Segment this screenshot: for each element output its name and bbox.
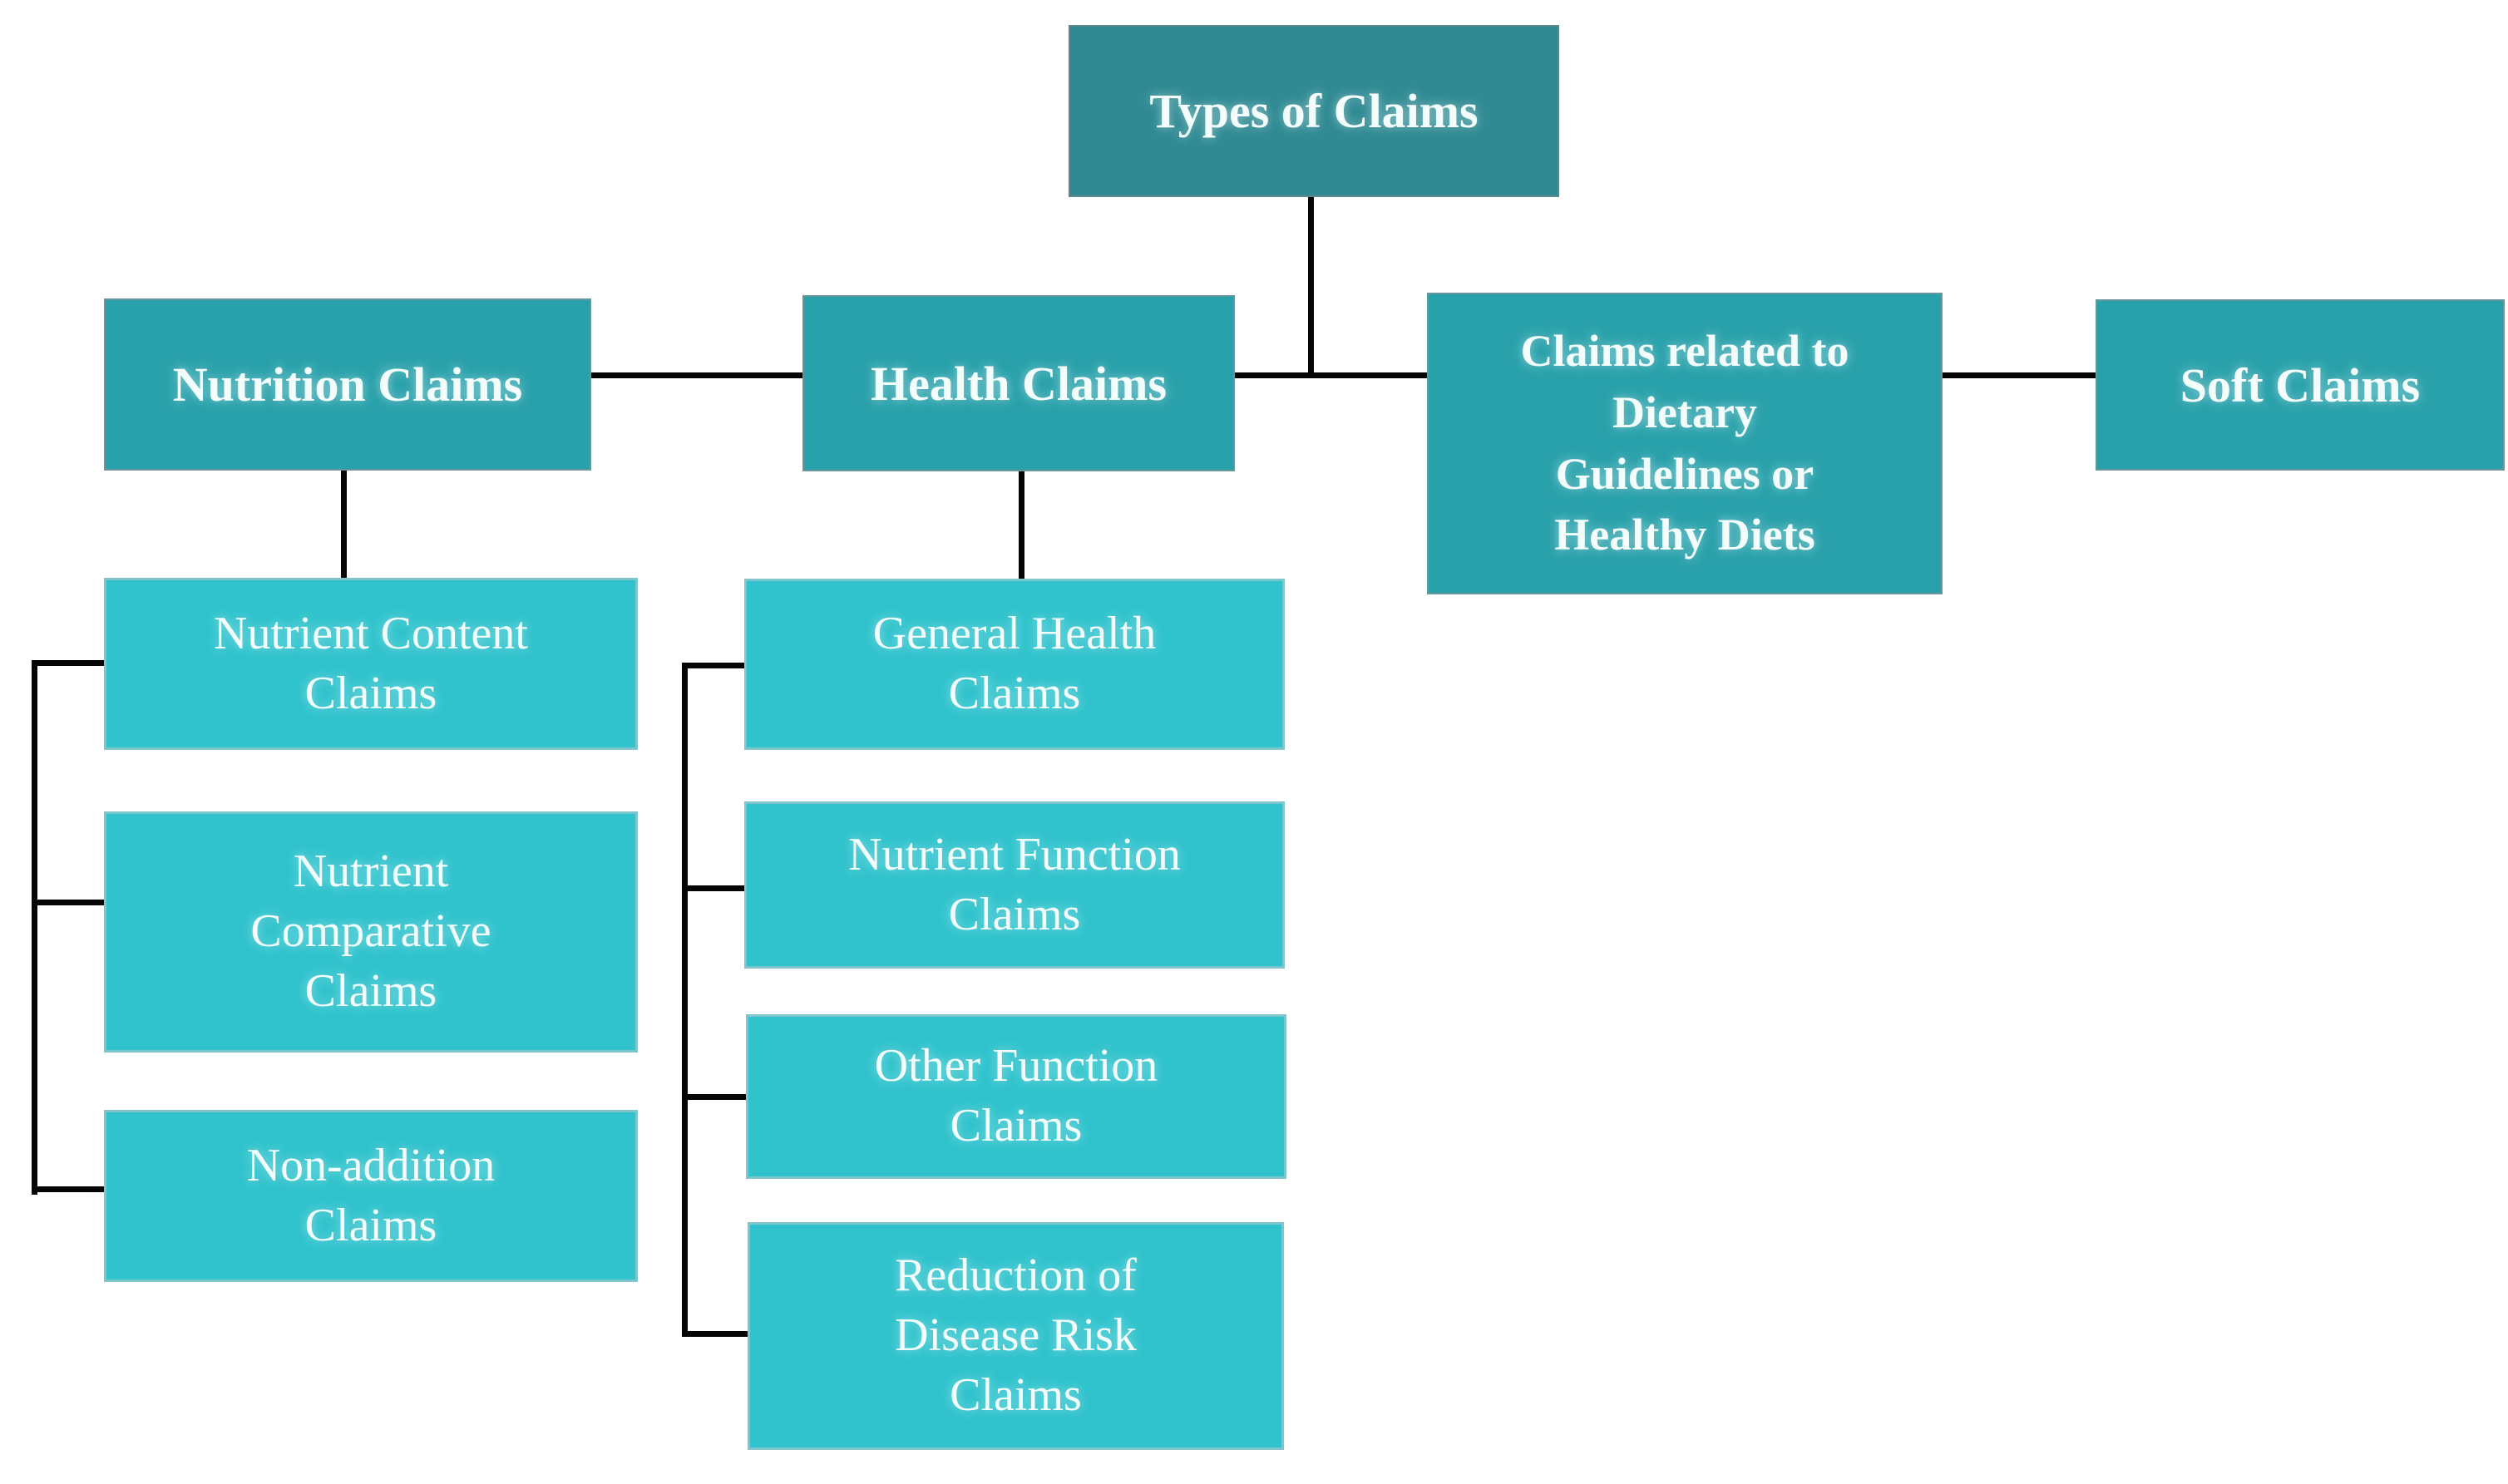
node-nutrient-comparative-claims: Nutrient Comparative Claims <box>104 811 638 1053</box>
connector-dietary-to-soft <box>1940 372 2098 378</box>
bracket-health-children-vertical <box>682 663 688 1337</box>
node-other-function-claims: Other Function Claims <box>746 1014 1286 1179</box>
node-non-addition-claims: Non-addition Claims <box>104 1110 638 1282</box>
connector-types-vertical <box>1308 197 1314 378</box>
node-types-of-claims: Types of Claims <box>1069 25 1559 197</box>
node-general-health-claims: General Health Claims <box>744 579 1285 750</box>
bracket-nutrition-children-vertical <box>32 660 37 1195</box>
bracket-stub-nutrient-comparative <box>32 900 106 905</box>
connector-health-to-dietary <box>1232 372 1429 378</box>
node-nutrient-content-claims: Nutrient Content Claims <box>104 578 638 750</box>
bracket-stub-other-function <box>682 1094 748 1100</box>
node-dietary-guidelines-claims: Claims related to Dietary Guidelines or … <box>1427 293 1943 594</box>
connector-nutrition-to-health <box>589 372 805 378</box>
connector-nutrition-vertical <box>341 469 347 579</box>
node-reduction-disease-risk-claims: Reduction of Disease Risk Claims <box>748 1222 1284 1450</box>
node-nutrient-function-claims: Nutrient Function Claims <box>744 801 1285 969</box>
bracket-stub-reduction <box>682 1331 750 1337</box>
bracket-stub-general-health <box>682 663 747 668</box>
connector-health-vertical <box>1019 470 1024 580</box>
node-health-claims: Health Claims <box>802 295 1235 471</box>
bracket-stub-non-addition <box>32 1186 106 1192</box>
node-nutrition-claims: Nutrition Claims <box>104 298 591 471</box>
node-soft-claims: Soft Claims <box>2096 299 2505 471</box>
bracket-stub-nutrient-function <box>682 885 747 891</box>
bracket-stub-nutrient-content <box>32 660 106 666</box>
